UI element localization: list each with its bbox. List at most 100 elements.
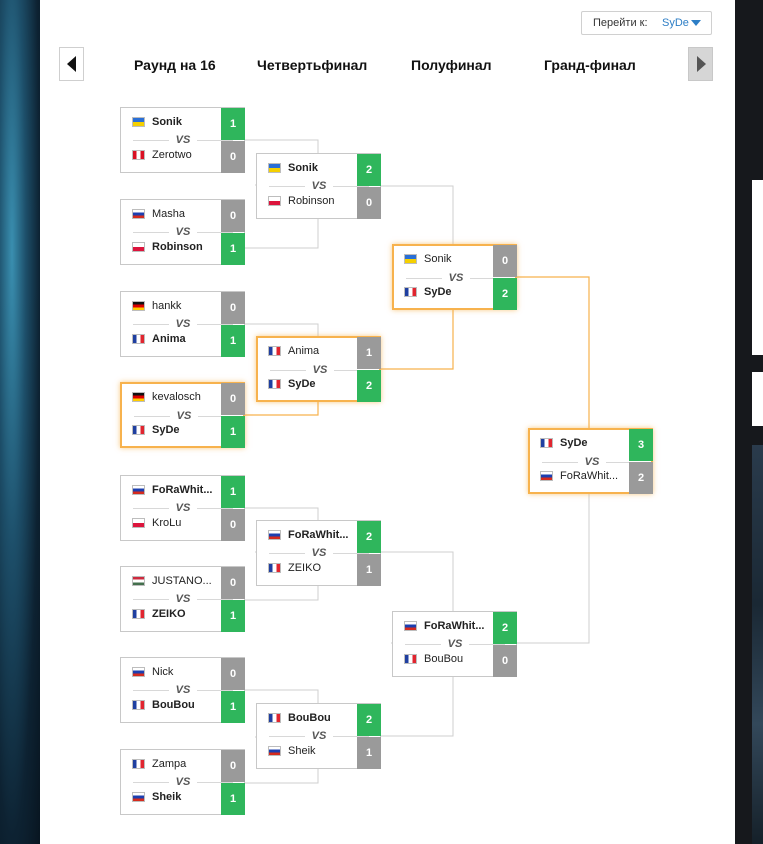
player-row: FoRaWhit...	[529, 469, 629, 485]
player-name[interactable]: BouBou	[152, 699, 195, 711]
player-name[interactable]: BouBou	[288, 712, 331, 724]
player-name[interactable]: JUSTANO...	[152, 575, 212, 587]
player-row: SyDe	[257, 377, 357, 393]
flag-pl-icon	[132, 242, 145, 252]
player-name[interactable]: FoRaWhit...	[288, 529, 349, 541]
player-name[interactable]: KroLu	[152, 517, 182, 529]
score-badge: 1	[221, 108, 245, 140]
flag-pe-icon	[132, 150, 145, 160]
vs-label: VS	[121, 684, 245, 696]
player-name[interactable]: FoRaWhit...	[152, 484, 213, 496]
vs-label: VS	[121, 776, 245, 788]
player-name[interactable]: Robinson	[288, 195, 335, 207]
player-name[interactable]: SyDe	[288, 378, 316, 390]
player-name[interactable]: hankk	[152, 300, 182, 312]
score-badge: 1	[221, 691, 245, 723]
flag-pl-icon	[132, 518, 145, 528]
score-badge: 0	[221, 292, 245, 324]
player-name[interactable]: Masha	[152, 208, 186, 220]
player-row: Zerotwo	[121, 148, 221, 164]
player-name[interactable]: Sonik	[152, 116, 182, 128]
vs-label: VS	[121, 134, 245, 146]
flag-fr-icon	[268, 713, 281, 723]
background-artwork-left	[0, 0, 40, 844]
player-row: Anima	[121, 332, 221, 348]
round-title-semifinal: Полуфинал	[411, 57, 492, 73]
score-badge: 1	[221, 783, 245, 815]
flag-fr-icon	[132, 759, 145, 769]
player-name[interactable]: SyDe	[424, 286, 452, 298]
flag-ua-icon	[404, 254, 417, 264]
flag-ru-icon	[404, 621, 417, 631]
player-name[interactable]: Sonik	[424, 253, 452, 265]
vs-label: VS	[122, 410, 246, 422]
player-name[interactable]: kevalosch	[152, 391, 201, 403]
next-rounds-button[interactable]	[688, 47, 713, 81]
player-row: Sheik	[121, 790, 221, 806]
flag-fr-icon	[540, 438, 553, 448]
chevron-down-icon	[691, 20, 701, 26]
score-badge: 2	[493, 278, 517, 310]
score-badge: 0	[357, 187, 381, 219]
player-row: SyDe	[393, 285, 493, 301]
score-badge: 2	[629, 462, 653, 494]
vs-label: VS	[257, 180, 381, 192]
flag-ua-icon	[132, 117, 145, 127]
player-name[interactable]: Sheik	[152, 791, 182, 803]
vs-label: VS	[121, 318, 245, 330]
flag-ru-icon	[540, 471, 553, 481]
player-name[interactable]: Anima	[288, 345, 320, 357]
jump-to-player-select[interactable]: Перейти к: SyDe	[581, 11, 712, 35]
flag-ru-icon	[268, 746, 281, 756]
player-name[interactable]: Anima	[152, 333, 186, 345]
highlight-connector-line	[381, 310, 454, 370]
connector-line	[245, 323, 319, 340]
player-row: ZEIKO	[121, 607, 221, 623]
score-badge: 1	[357, 737, 381, 769]
score-badge: 1	[221, 476, 245, 508]
player-name[interactable]: FoRaWhit...	[424, 620, 485, 632]
arrow-left-icon	[67, 56, 76, 72]
player-name[interactable]: Zerotwo	[152, 149, 192, 161]
player-row: FoRaWhit...	[393, 619, 493, 635]
score-badge: 0	[221, 141, 245, 173]
player-name[interactable]: ZEIKO	[288, 562, 322, 574]
score-badge: 1	[221, 233, 245, 265]
player-name[interactable]: Nick	[152, 666, 174, 678]
score-badge: 0	[221, 658, 245, 690]
player-row: KroLu	[121, 516, 221, 532]
player-name[interactable]: Robinson	[152, 241, 203, 253]
score-badge: 1	[357, 337, 381, 369]
player-name[interactable]: ZEIKO	[152, 608, 186, 620]
player-name[interactable]: SyDe	[152, 424, 180, 436]
flag-fr-icon	[404, 287, 417, 297]
previous-rounds-button[interactable]	[59, 47, 84, 81]
player-name[interactable]: FoRaWhit...	[560, 470, 619, 482]
player-name[interactable]: Zampa	[152, 758, 187, 770]
score-badge: 0	[221, 509, 245, 541]
player-name[interactable]: BouBou	[424, 653, 464, 665]
connector-line	[517, 493, 590, 644]
player-name[interactable]: Sheik	[288, 745, 316, 757]
player-name[interactable]: SyDe	[560, 437, 588, 449]
round-title-r16: Раунд на 16	[134, 57, 216, 73]
flag-de-icon	[132, 392, 145, 402]
side-card	[752, 372, 763, 426]
player-name[interactable]: Sonik	[288, 162, 318, 174]
player-row: SyDe	[529, 436, 629, 452]
